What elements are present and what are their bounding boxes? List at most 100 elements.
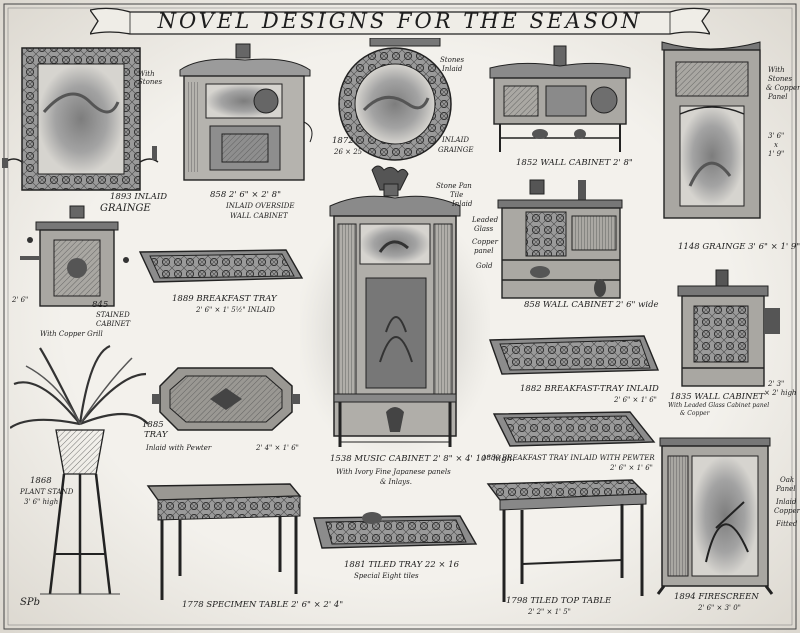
tray-1889-caption-2: 2' 6" × 1' 5½" INLAID [196, 306, 275, 314]
round-mirror-size: 26 × 25 [334, 148, 363, 156]
shelves-side-5: Gold [476, 262, 493, 270]
tiled-tray-caption-2: Special Eight tiles [354, 572, 419, 580]
corner-cabinet-dim: 2' 6" [12, 296, 29, 304]
round-mirror-note-stones: Stones [440, 56, 465, 64]
cabinet-1835-caption-2: With Leaded Glass Cabinet panel [668, 402, 770, 409]
plant-stand-caption-3: 3' 6" high [24, 498, 59, 506]
cabinet-1835-dim-1: 2' 3" [768, 380, 785, 388]
tiled-tray-drawing [313, 512, 478, 549]
shelves-side-4: panel [474, 247, 494, 255]
plant-stand-1868: 1868 PLANT STAND 3' 6" high [10, 344, 150, 614]
round-mirror-drawing [338, 38, 452, 161]
tray-1885: 1885 TRAY Inlaid with Pewter 2' 4" × 1' … [138, 364, 308, 464]
plant-stand-drawing [10, 344, 149, 595]
mirror-1148-side-2: Stones [768, 75, 793, 83]
corner-cabinet-caption-1: 845 [92, 300, 109, 310]
shelves-side-1: Leaded [472, 216, 499, 224]
tiled-tray-1881: 1881 TILED TRAY 22 × 16 Special Eight ti… [310, 508, 480, 598]
cabinet-1852-caption: 1852 WALL CABINET 2' 8" [516, 158, 633, 168]
round-mirror-note-inlaid: Inlaid [442, 65, 463, 73]
mirror-1893-drawing [2, 47, 159, 191]
mirror-1893-note-line2: Stones [138, 78, 163, 86]
wall-cabinet-shelves: Leaded Glass Copper panel Gold 858 WALL … [470, 176, 659, 316]
cabinet-858: 858 2' 6" × 2' 8" INLAID OVERSIDE WALL C… [170, 42, 320, 232]
corner-cabinet-845: 2' 6" 845 STAINED CABINET With Copper Gr… [10, 200, 140, 340]
firescreen-side-2: Panel [776, 485, 796, 493]
mirror-1893: 1893 INLAID GRAINGE With Stones [0, 42, 170, 232]
music-cabinet-caption-2: With Ivory Fine Japanese panels [336, 468, 451, 476]
tray-1889-caption-1: 1889 BREAKFAST TRAY [172, 294, 277, 304]
corner-cabinet-caption-2: STAINED [96, 311, 130, 319]
mirror-1893-caption-line1: 1893 INLAID [110, 192, 168, 202]
mirror-1148-side-1: With [768, 66, 785, 74]
specimen-table-drawing [146, 483, 302, 600]
round-mirror: Stones Inlaid 1872 26 × 25 INLAID GRAING… [330, 38, 480, 168]
firescreen-side-4: Copper [774, 507, 800, 515]
plant-stand-caption-1: 1868 [30, 476, 52, 486]
page-title: NOVEL DESIGNS FOR THE SEASON [157, 9, 643, 33]
tiled-table-caption-1: 1798 TILED TOP TABLE [506, 596, 612, 606]
tray-1882-caption-1: 1882 BREAKFAST-TRAY INLAID [520, 384, 659, 394]
tiled-tray-caption-1: 1881 TILED TRAY 22 × 16 [344, 560, 460, 570]
firescreen-side-1: Oak [780, 476, 795, 484]
mirror-1148-caption: 1148 GRAINGE 3' 6" × 1' 9" [678, 242, 800, 252]
tray-1882-drawing [489, 335, 660, 375]
specimen-table-caption: 1778 SPECIMEN TABLE 2' 6" × 2' 4" [182, 600, 344, 610]
music-cabinet-note-3: Inlaid [452, 200, 473, 208]
mirror-1893-note-line1: With [138, 70, 155, 78]
tray-1885-caption-1: 1885 [142, 420, 164, 430]
tray-1889-drawing [138, 249, 304, 283]
music-cabinet-caption-3: & Inlays. [380, 478, 412, 486]
mirror-1148-dim-1: 3' 6" [768, 132, 785, 140]
cabinet-1852-drawing [489, 45, 631, 152]
firescreen-side-5: Fitted [776, 520, 798, 528]
music-cabinet-1538: Stone Pan Tile Inlaid 1538 MUSIC CABINET… [300, 162, 515, 502]
wall-shelves-drawing [497, 179, 623, 299]
firescreen-caption-1: 1894 FIRESCREEN [674, 592, 759, 602]
cabinet-1835: 2' 3" × 2' high 1835 WALL CABINET With L… [664, 268, 798, 418]
mirror-1148-side-4: Panel [768, 93, 788, 101]
music-cabinet-note-2: Tile [450, 191, 464, 199]
music-cabinet-caption-1: 1538 MUSIC CABINET 2' 8" × 4' 10" high. [330, 454, 515, 464]
firescreen-1894: Oak Panel Inlaid Copper Fitted 1894 FIRE… [652, 432, 800, 622]
title-banner: NOVEL DESIGNS FOR THE SEASON [90, 4, 710, 38]
tiled-table-1798: 1798 TILED TOP TABLE 2' 2" × 1' 5" [482, 474, 652, 624]
mirror-1893-caption-line2: GRAINGE [100, 203, 151, 214]
mirror-1148-dim-2: x [774, 141, 778, 149]
mirror-1148-side-3: & Copper [766, 84, 800, 92]
tray-1885-drawing [152, 367, 300, 431]
tray-1885-caption-3: Inlaid with Pewter [146, 444, 212, 452]
cabinet-858-caption-line3: WALL CABINET [230, 212, 288, 220]
tray-1882: 1882 BREAKFAST-TRAY INLAID 2' 6" × 1' 6" [486, 332, 662, 412]
tray-1889: 1889 BREAKFAST TRAY 2' 6" × 1' 5½" INLAI… [136, 244, 306, 324]
specimen-table-1778: 1778 SPECIMEN TABLE 2' 6" × 2' 4" [140, 476, 343, 616]
artist-signature: SPb [20, 597, 40, 608]
shelves-side-3: Copper [472, 238, 499, 246]
cabinet-858-caption-line2: INLAID OVERSIDE [226, 202, 295, 210]
mirror-1148-dim-3: 1' 9" [768, 150, 785, 158]
tiled-table-caption-2: 2' 2" × 1' 5" [528, 608, 571, 616]
cabinet-858-drawing [179, 43, 313, 181]
tray-1880: 1880 BREAKFAST TRAY INLAID WITH PEWTER 2… [480, 410, 660, 476]
tray-1880-caption-1: 1880 BREAKFAST TRAY INLAID WITH PEWTER [482, 454, 655, 462]
mirror-1148: With Stones & Copper Panel 3' 6" x 1' 9"… [650, 36, 800, 266]
tiled-table-drawing [486, 479, 648, 602]
round-mirror-label-2: GRAINGE [438, 146, 474, 154]
cabinet-1852: 1852 WALL CABINET 2' 8" [480, 42, 650, 172]
music-cabinet-drawing [300, 165, 490, 452]
round-mirror-label-1: INLAID [442, 136, 469, 144]
corner-cabinet-note: With Copper Grill [40, 330, 103, 338]
cabinet-1835-dim-2: × 2' high [764, 389, 797, 397]
shelves-caption: 858 WALL CABINET 2' 6" wide [524, 300, 659, 310]
firescreen-caption-2: 2' 6" × 3' 0" [698, 604, 741, 612]
tray-1885-caption-2: TRAY [144, 430, 168, 440]
tray-1882-caption-2: 2' 6" × 1' 6" [614, 396, 657, 404]
tray-1885-dim: 2' 4" × 1' 6" [256, 444, 299, 452]
firescreen-side-3: Inlaid [776, 498, 797, 506]
corner-cabinet-caption-3: CABINET [96, 320, 131, 328]
firescreen-drawing [656, 437, 774, 595]
music-cabinet-note-1: Stone Pan [436, 182, 472, 190]
cabinet-1835-caption-1: 1835 WALL CABINET [670, 392, 765, 402]
cabinet-1835-drawing [677, 269, 780, 387]
